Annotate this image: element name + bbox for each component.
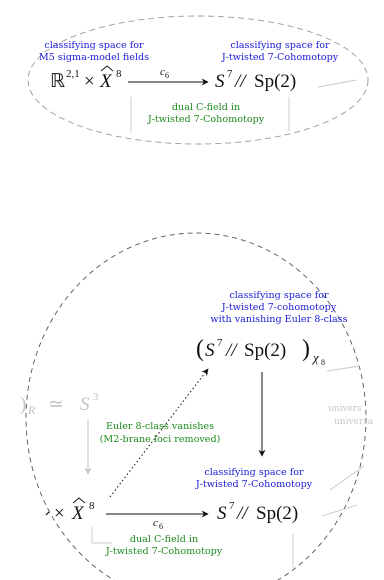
bottom-left-X-sup: 8 [89, 500, 95, 512]
bottom-top-label-line3: with vanishing Euler 8-class [210, 314, 347, 325]
bottom-top-chi: χ [311, 350, 319, 365]
bottom-top-chi-sub: 8 [321, 358, 325, 367]
top-left-X: X [99, 71, 113, 92]
top-left-X-hat [100, 65, 114, 72]
top-green-label-line1: dual C-field in [172, 102, 240, 113]
bottom-top-close-paren: ) [302, 336, 310, 362]
top-diagram: classifying space for M5 sigma-model fie… [27, 15, 369, 145]
bottom-left-times: × [54, 503, 65, 524]
top-right-S-sup: 7 [227, 68, 233, 80]
bottom-euler-label-line2: (M2-brane loci removed) [100, 434, 221, 445]
bottom-arrow-label: c [153, 517, 158, 529]
bottom-euler-label-line1: Euler 8-class vanishes [106, 421, 214, 432]
bottom-green-label-line1: dual C-field in [130, 534, 198, 545]
bottom-diagram: classifying space for J-twisted 7-cohomo… [20, 232, 374, 580]
top-right-sp: Sp(2) [254, 71, 296, 92]
bottom-left-X-hat [72, 497, 86, 504]
bottom-top-label-line2: J-twisted 7-cohomotopy [221, 302, 337, 313]
bottom-right-sp: Sp(2) [256, 503, 298, 524]
bottom-grey-left-S: S [80, 394, 90, 415]
bottom-left-tick [45, 511, 50, 516]
bottom-top-open-paren: ( [196, 336, 204, 362]
top-green-label-line2: J-twisted 7-Cohomotopy [147, 114, 265, 125]
top-label-left-line2: M5 sigma-model fields [39, 52, 149, 63]
bottom-dashed-ellipse [25, 232, 367, 580]
top-label-right-line1: classifying space for [230, 40, 330, 51]
bottom-right-S-sup: 7 [229, 500, 235, 512]
top-left-X-sup: 8 [116, 68, 122, 80]
top-arrow-label: c [160, 66, 165, 78]
bottom-grey-line-right-lower [321, 504, 358, 517]
bottom-grey-left-paren: ) [20, 394, 26, 415]
top-label-right-line2: J-twisted 7-Cohomotopy [221, 52, 339, 63]
bottom-grey-line-right-upper [329, 465, 365, 491]
top-left-R: ℝ [50, 71, 65, 92]
top-right-S: S [215, 71, 225, 92]
top-grey-line-right-diag [317, 79, 357, 88]
bottom-grey-left-R: R [27, 403, 36, 417]
bottom-left-X: X [71, 503, 85, 524]
bottom-top-S: S [205, 340, 215, 361]
bottom-dotted-lift-arrow [109, 368, 209, 498]
top-label-left-line1: classifying space for [44, 40, 144, 51]
bottom-grey-universal-line1: univers [328, 404, 362, 414]
bottom-arrow-label-sub: 6 [159, 522, 163, 531]
top-dashed-ellipse [27, 15, 369, 145]
bottom-top-label-line1: classifying space for [229, 290, 329, 301]
bottom-green-label-line2: J-twisted 7-Cohomotopy [105, 546, 223, 557]
bottom-right-quot: // [236, 503, 249, 524]
bottom-grey-left-eq: ≃ [48, 394, 64, 415]
top-right-quot: // [234, 71, 247, 92]
bottom-grey-line-top-right [326, 365, 361, 372]
bottom-grey-universal-line2: universa [334, 417, 374, 427]
bottom-top-sp: Sp(2) [244, 340, 286, 361]
bottom-top-quot: // [225, 340, 238, 361]
top-left-times: × [84, 71, 95, 92]
top-arrow-label-sub: 6 [165, 71, 169, 80]
top-left-R-sup: 2,1 [66, 68, 80, 80]
bottom-right-label-line2: J-twisted 7-Cohomotopy [195, 479, 313, 490]
bottom-top-S-sup: 7 [217, 337, 223, 349]
bottom-grey-left-S-sup: 3 [93, 391, 99, 403]
bottom-right-label-line1: classifying space for [204, 467, 304, 478]
bottom-right-S: S [217, 503, 227, 524]
